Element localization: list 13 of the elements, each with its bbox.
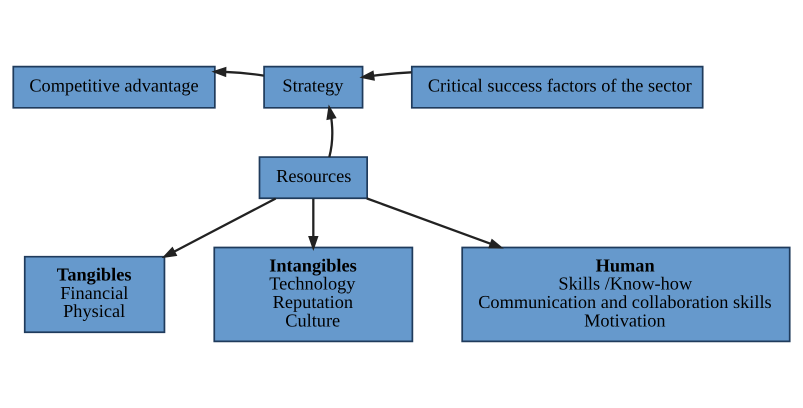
node-box: Resources — [258, 156, 368, 200]
node-box: Intangibles Technology Reputation Culture — [213, 246, 414, 342]
arrow — [359, 70, 412, 81]
arrow — [326, 104, 337, 158]
node-box: Tangibles Financial Physical — [24, 256, 166, 334]
arrow — [366, 197, 504, 249]
node-box: Competitive advantage — [12, 66, 216, 109]
node-box: Human Skills /Know-how Communication and collaboration skills Motivation — [461, 246, 791, 342]
arrow — [211, 66, 264, 78]
arrow — [162, 197, 276, 258]
node-box: Strategy — [263, 66, 364, 109]
node-box: Critical success factors of the sector — [410, 66, 704, 109]
arrow — [308, 198, 319, 251]
